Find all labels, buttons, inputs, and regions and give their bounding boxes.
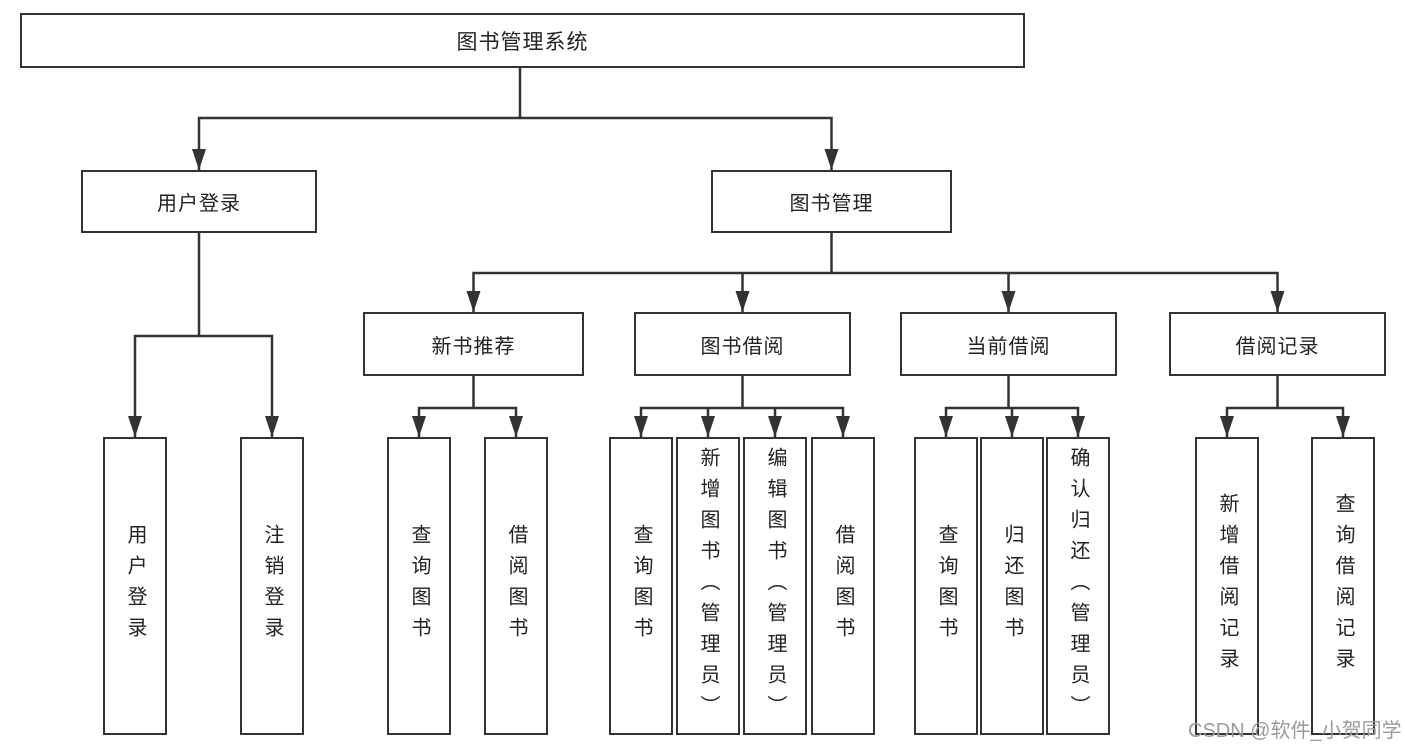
connector-path-recommend-split (417, 376, 518, 437)
arrowhead-icon (634, 416, 648, 437)
node-book-borrowing: 图书借阅 (634, 312, 851, 376)
node-label: 用户登录 (124, 524, 146, 648)
arrowhead-icon (265, 416, 279, 437)
node-user-login: 用户登录 (81, 170, 317, 233)
arrowhead-icon (192, 149, 206, 170)
node-label: 借阅图书 (832, 524, 854, 648)
node-label: 新增借阅记录 (1216, 493, 1238, 679)
connector-path-borrowing-split (639, 376, 845, 437)
node-label: 查询借阅记录 (1332, 493, 1354, 679)
node-label: 借阅图书 (505, 524, 527, 648)
leaf-query-books-borrowing: 查询图书 (609, 437, 673, 735)
arrowhead-icon (824, 149, 839, 170)
node-label: 用户登录 (157, 193, 241, 215)
arrowhead-icon (509, 416, 523, 437)
node-label: 归还图书 (1001, 524, 1023, 648)
arrowhead-icon (939, 416, 953, 437)
leaf-confirm-return-admin: 确认归还（管理员） (1046, 437, 1110, 735)
connector-path-level1-split (197, 116, 833, 170)
leaf-logout: 注销登录 (240, 437, 304, 735)
connector-path-records-split (1225, 376, 1345, 437)
arrowhead-icon (768, 416, 782, 437)
connector-path-level3-split (472, 271, 1279, 312)
leaf-add-borrow-record: 新增借阅记录 (1195, 437, 1259, 735)
node-label: 图书借阅 (700, 335, 785, 358)
node-label: 借阅记录 (1235, 335, 1320, 358)
arrowhead-icon (1270, 291, 1285, 312)
arrowhead-icon (128, 416, 142, 437)
node-label: 新增图书（管理员） (697, 446, 719, 726)
watermark-text: CSDN @软件_小贺同学 (1188, 720, 1402, 742)
leaf-query-books-recommend: 查询图书 (387, 437, 451, 735)
leaf-borrow-books-borrowing: 借阅图书 (811, 437, 875, 735)
node-label: 当前借阅 (966, 335, 1051, 358)
node-label: 新书推荐 (431, 335, 516, 358)
leaf-query-borrow-record: 查询借阅记录 (1311, 437, 1375, 735)
leaf-borrow-books-recommend: 借阅图书 (484, 437, 548, 735)
arrowhead-icon (1336, 416, 1350, 437)
leaf-query-books-current: 查询图书 (914, 437, 978, 735)
node-label: 注销登录 (261, 524, 283, 648)
node-book-management: 图书管理 (711, 170, 952, 233)
arrowhead-icon (735, 291, 750, 312)
node-borrowing-records: 借阅记录 (1169, 312, 1386, 376)
node-label: 查询图书 (408, 524, 430, 648)
arrowhead-icon (412, 416, 426, 437)
node-library-management-system: 图书管理系统 (20, 13, 1025, 68)
leaf-edit-book-admin: 编辑图书（管理员） (743, 437, 807, 735)
node-current-borrowing: 当前借阅 (900, 312, 1117, 376)
leaf-user-login: 用户登录 (103, 437, 167, 735)
connector-path-userlogin-split (133, 334, 274, 437)
arrowhead-icon (1220, 416, 1234, 437)
arrowhead-icon (1071, 416, 1085, 437)
node-label: 查询图书 (935, 524, 957, 648)
arrowhead-icon (836, 416, 850, 437)
node-label: 查询图书 (630, 524, 652, 648)
leaf-add-book-admin: 新增图书（管理员） (676, 437, 740, 735)
arrowhead-icon (1001, 291, 1016, 312)
arrowhead-icon (466, 291, 481, 312)
node-label: 确认归还（管理员） (1067, 446, 1089, 726)
node-label: 图书管理系统 (456, 30, 589, 54)
node-label: 图书管理 (789, 193, 874, 215)
node-new-book-recommendation: 新书推荐 (363, 312, 584, 376)
leaf-return-books: 归还图书 (980, 437, 1044, 735)
node-label: 编辑图书（管理员） (764, 446, 786, 726)
arrowhead-icon (701, 416, 715, 437)
arrowhead-icon (1005, 416, 1019, 437)
